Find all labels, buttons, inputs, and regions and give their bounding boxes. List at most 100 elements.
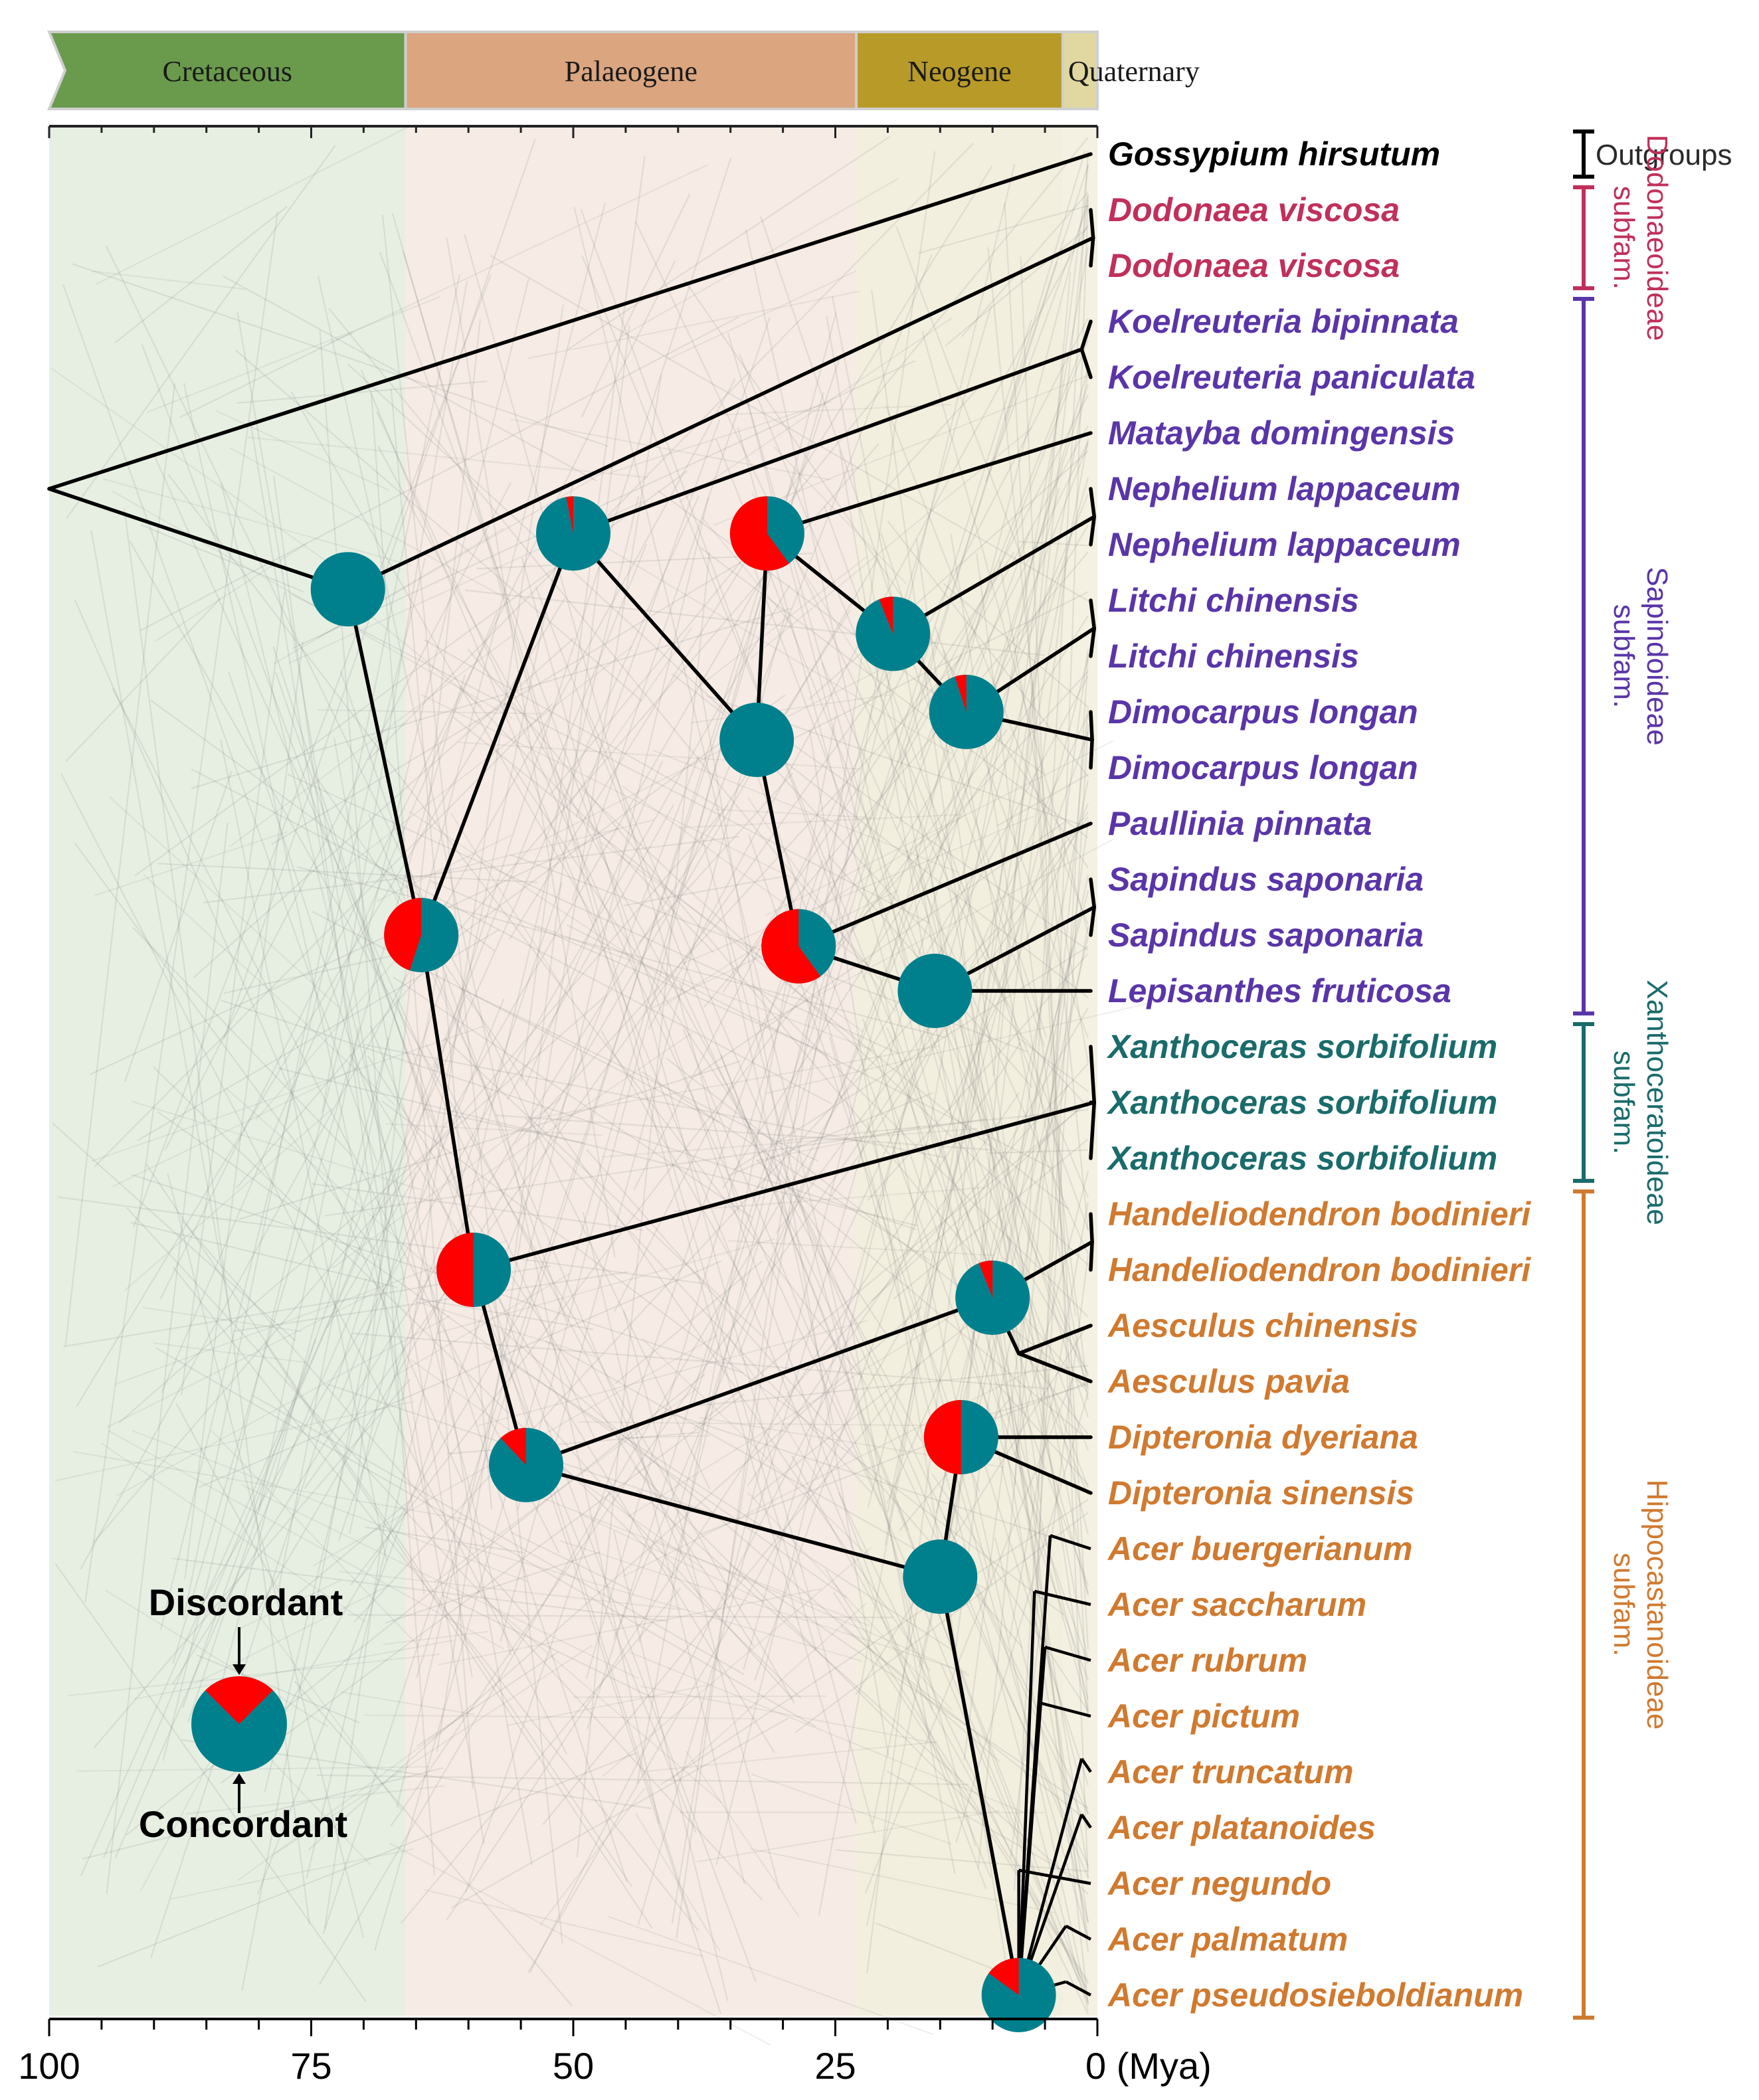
gene-tree-edge — [879, 1055, 1089, 2005]
gene-tree-edge — [692, 262, 1058, 1408]
species-tree-branch — [419, 531, 575, 937]
gene-tree-edge — [331, 1097, 562, 1269]
gene-tree-edge — [402, 251, 817, 1651]
top-time-ruler — [48, 125, 1099, 138]
node-pie-concordant — [897, 954, 972, 1028]
gene-tree-edge — [645, 1741, 939, 1773]
gene-tree-edge — [124, 508, 310, 1925]
gene-tree-edge — [108, 1430, 504, 1650]
gene-tree-edge — [65, 597, 221, 762]
gene-tree-edge — [157, 1111, 848, 1599]
taxon-label: Dodonaea viscosa — [1108, 191, 1400, 228]
node-pie-concordant — [310, 552, 385, 627]
gene-tree-edge — [985, 205, 1089, 483]
gene-tree-edge — [585, 708, 1089, 1878]
gene-tree-edge — [825, 1569, 1089, 1982]
gene-tree-edge — [549, 137, 1089, 795]
gene-tree-edge — [446, 1042, 1021, 1921]
gene-tree-edge — [527, 290, 860, 359]
gene-tree-edge — [992, 194, 1089, 1077]
gene-tree-edge — [747, 796, 896, 1012]
gene-tree-edge — [821, 662, 1089, 1255]
gene-tree-edge — [240, 1484, 639, 1680]
gene-tree-edge — [539, 1787, 646, 1926]
gene-tree-edge — [132, 274, 492, 1228]
species-tree-branch — [1089, 1240, 1094, 1272]
bracket-label: subfam.Sapindoideae — [1608, 567, 1673, 745]
gene-tree-edge — [498, 1480, 870, 1626]
species-tree-branch — [1089, 515, 1097, 547]
gene-tree-edge — [697, 1365, 1089, 1407]
gene-tree-edge — [977, 708, 1089, 1870]
gene-tree-edge — [308, 1306, 923, 1851]
gene-tree-edge — [74, 600, 464, 1484]
gene-tree-edge — [381, 215, 563, 1944]
gene-tree-edge — [666, 1057, 1089, 1389]
taxon-label: Koelreuteria bipinnata — [1108, 303, 1459, 340]
gene-tree-edge — [1014, 1171, 1089, 1456]
species-tree-branch — [1089, 487, 1097, 519]
gene-tree-edge — [339, 671, 567, 1322]
gene-tree-edge — [839, 449, 1089, 1939]
gene-tree-edge — [1013, 653, 1089, 1891]
species-tree-branch — [1089, 208, 1095, 240]
species-tree-branch — [472, 1100, 1097, 1272]
gene-tree-edge — [238, 1579, 342, 1630]
gene-tree-edge — [573, 207, 933, 1711]
species-tree-branch — [1018, 1868, 1091, 1885]
bracket-label: subfam.Dodonaeoideae — [1608, 135, 1673, 341]
gene-tree-edge — [715, 438, 1089, 1376]
gene-tree-edge — [153, 456, 596, 1439]
species-tree-branch — [1089, 1100, 1097, 1160]
species-tree-branch — [524, 1296, 994, 1467]
gene-tree-edge — [420, 693, 798, 881]
gene-tree-edge — [513, 325, 630, 1261]
gene-tree-edge — [64, 383, 176, 1347]
axis-tick-label: 75 — [290, 2045, 331, 2087]
taxon-label: Acer rubrum — [1107, 1642, 1307, 1679]
taxon-label: Nephelium lappaceum — [1108, 470, 1461, 507]
gene-tree-edge — [441, 1594, 654, 1699]
species-tree-branch — [345, 587, 423, 937]
gene-tree-edge — [247, 436, 648, 478]
gene-tree-edge — [602, 1128, 978, 1158]
gene-tree-edge — [581, 193, 691, 418]
gene-tree-edge — [745, 229, 926, 1055]
gene-tree-edge — [157, 863, 538, 883]
gene-tree-edge — [435, 1238, 775, 1334]
gene-tree-edge — [223, 275, 597, 482]
gene-tree-edge — [1004, 165, 1089, 421]
gene-tree-edge — [126, 1207, 763, 1901]
gene-tree-edge — [728, 1092, 934, 1176]
gene-tree-edge — [187, 1339, 317, 1723]
gene-tree-edge — [751, 1848, 1055, 1913]
era-block — [1061, 31, 1099, 110]
gene-tree-edge — [97, 1752, 637, 1968]
gene-tree-edge — [129, 540, 795, 1704]
gene-tree-edge — [818, 438, 1089, 1916]
gene-tree-edge — [338, 998, 505, 1400]
gene-tree-edge — [465, 589, 1046, 656]
gene-tree-edge — [304, 668, 893, 1490]
gene-tree-edge — [134, 1639, 455, 1700]
gene-tree-edge — [432, 543, 648, 1069]
gene-tree-edge — [72, 1450, 468, 1521]
gene-tree-edge — [536, 924, 876, 1052]
species-tree-branch — [1080, 1813, 1092, 1829]
gene-tree-edge — [943, 582, 1089, 708]
gene-tree-edge — [585, 306, 992, 1679]
gene-tree-edge — [610, 401, 832, 474]
gene-tree-edge — [721, 404, 952, 416]
gene-tree-edge — [377, 445, 923, 1442]
gene-tree-edge — [286, 1500, 410, 1604]
gene-tree-edge — [312, 911, 721, 1123]
gene-tree-edge — [237, 1706, 475, 1881]
gene-tree-edge — [50, 367, 373, 594]
gene-tree-edge — [153, 1342, 306, 1363]
gene-tree-edge — [349, 1053, 775, 1753]
node-pie-concordant — [903, 1539, 978, 1614]
gene-tree-edge — [1001, 1322, 1089, 1952]
gene-tree-edge — [464, 234, 740, 1213]
gene-tree-edge — [220, 999, 917, 1231]
gene-tree-edge — [693, 1101, 1089, 1430]
